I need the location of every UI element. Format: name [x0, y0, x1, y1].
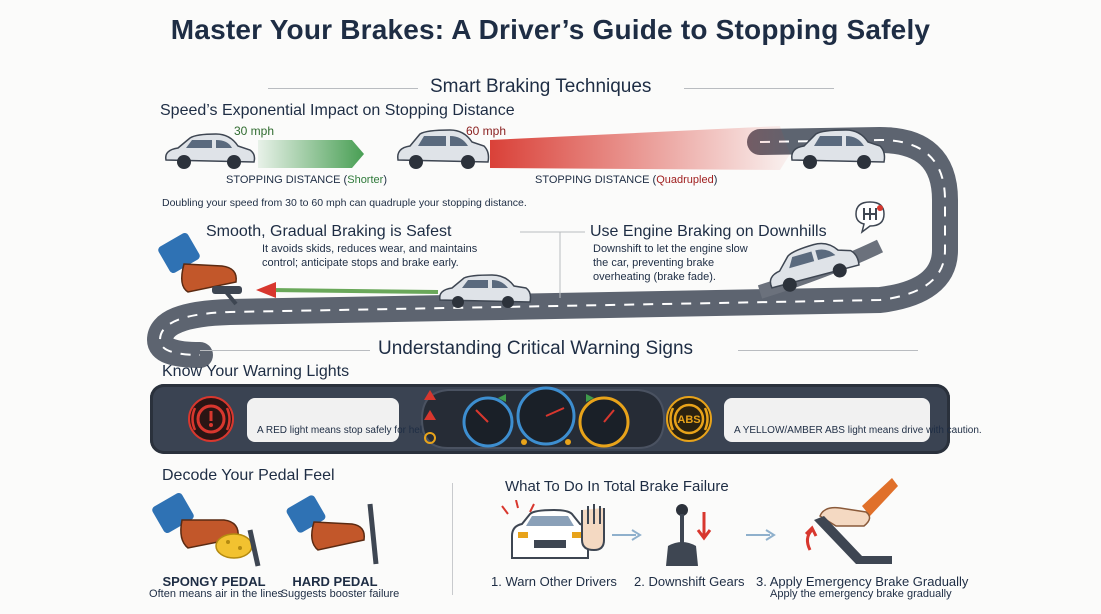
engine-braking-text: Downshift to let the engine slow the car…: [593, 243, 748, 283]
spongy-pedal-label: SPONGY PEDAL: [162, 574, 266, 589]
section-divider: [452, 483, 453, 595]
speed-note: Doubling your speed from 30 to 60 mph ca…: [162, 197, 527, 209]
speed-60-label: 60 mph: [466, 124, 507, 138]
car-icon: [791, 129, 886, 169]
car-icon: [439, 274, 532, 308]
amber-light-callout: A YELLOW/AMBER ABS light means drive wit…: [724, 398, 982, 442]
divider-line: [738, 350, 918, 351]
sponge-icon: [152, 492, 261, 567]
speed-heading: Speed’s Exponential Impact on Stopping D…: [160, 102, 515, 119]
pedal-feel-heading: Decode Your Pedal Feel: [162, 467, 335, 484]
car-icon: [769, 242, 860, 292]
hard-pedal-label: HARD PEDAL: [292, 574, 378, 589]
hazard-hand-icon: [501, 500, 605, 559]
step-emergency-brake: 3. Apply Emergency Brake Gradually: [756, 574, 969, 589]
section-heading-warning: Understanding Critical Warning Signs: [378, 338, 694, 359]
step-downshift: 2. Downshift Gears: [634, 574, 745, 589]
instrument-cluster: [420, 386, 666, 449]
arrow-right-icon: [612, 529, 642, 541]
long-distance-bar: [490, 126, 790, 170]
smooth-braking-text: It avoids skids, reduces wear, and maint…: [262, 243, 478, 269]
step-warn-drivers: 1. Warn Other Drivers: [491, 574, 617, 589]
section-heading-braking: Smart Braking Techniques: [430, 76, 652, 97]
warning-lights-heading: Know Your Warning Lights: [162, 363, 350, 380]
spongy-pedal-sub: Often means air in the lines: [149, 588, 283, 600]
page-title: Master Your Brakes: A Driver’s Guide to …: [170, 14, 931, 45]
stopping-distance-short: STOPPING DISTANCE (Shorter): [226, 174, 387, 186]
short-distance-bar: [258, 140, 364, 168]
abs-light-icon: ABS: [666, 396, 712, 442]
brake-pedal-icon: [286, 495, 379, 565]
arrow-right-icon: [746, 529, 776, 541]
divider-line: [268, 88, 418, 89]
car-icon: [165, 133, 256, 169]
gear-shift-icon: [666, 504, 712, 566]
divider-line: [200, 350, 370, 351]
gear-shift-icon: [855, 201, 885, 234]
step-emergency-brake-sub: Apply the emergency brake gradually: [770, 588, 952, 600]
brake-failure-heading: What To Do In Total Brake Failure: [505, 478, 729, 495]
red-light-callout: A RED light means stop safely for help: [247, 398, 428, 442]
svg-text:ABS: ABS: [677, 414, 700, 426]
smooth-braking-heading: Smooth, Gradual Braking is Safest: [206, 223, 452, 240]
warning-light-icon: [188, 396, 234, 442]
handbrake-icon: [804, 478, 898, 564]
speed-30-label: 30 mph: [234, 124, 275, 138]
brake-pedal-icon: [158, 232, 242, 306]
car-icon: [397, 129, 490, 169]
engine-braking-heading: Use Engine Braking on Downhills: [590, 223, 827, 240]
hard-pedal-sub: Suggests booster failure: [280, 588, 400, 600]
divider-line: [684, 88, 834, 89]
stopping-distance-quadrupled: STOPPING DISTANCE (Quadrupled): [535, 174, 718, 186]
